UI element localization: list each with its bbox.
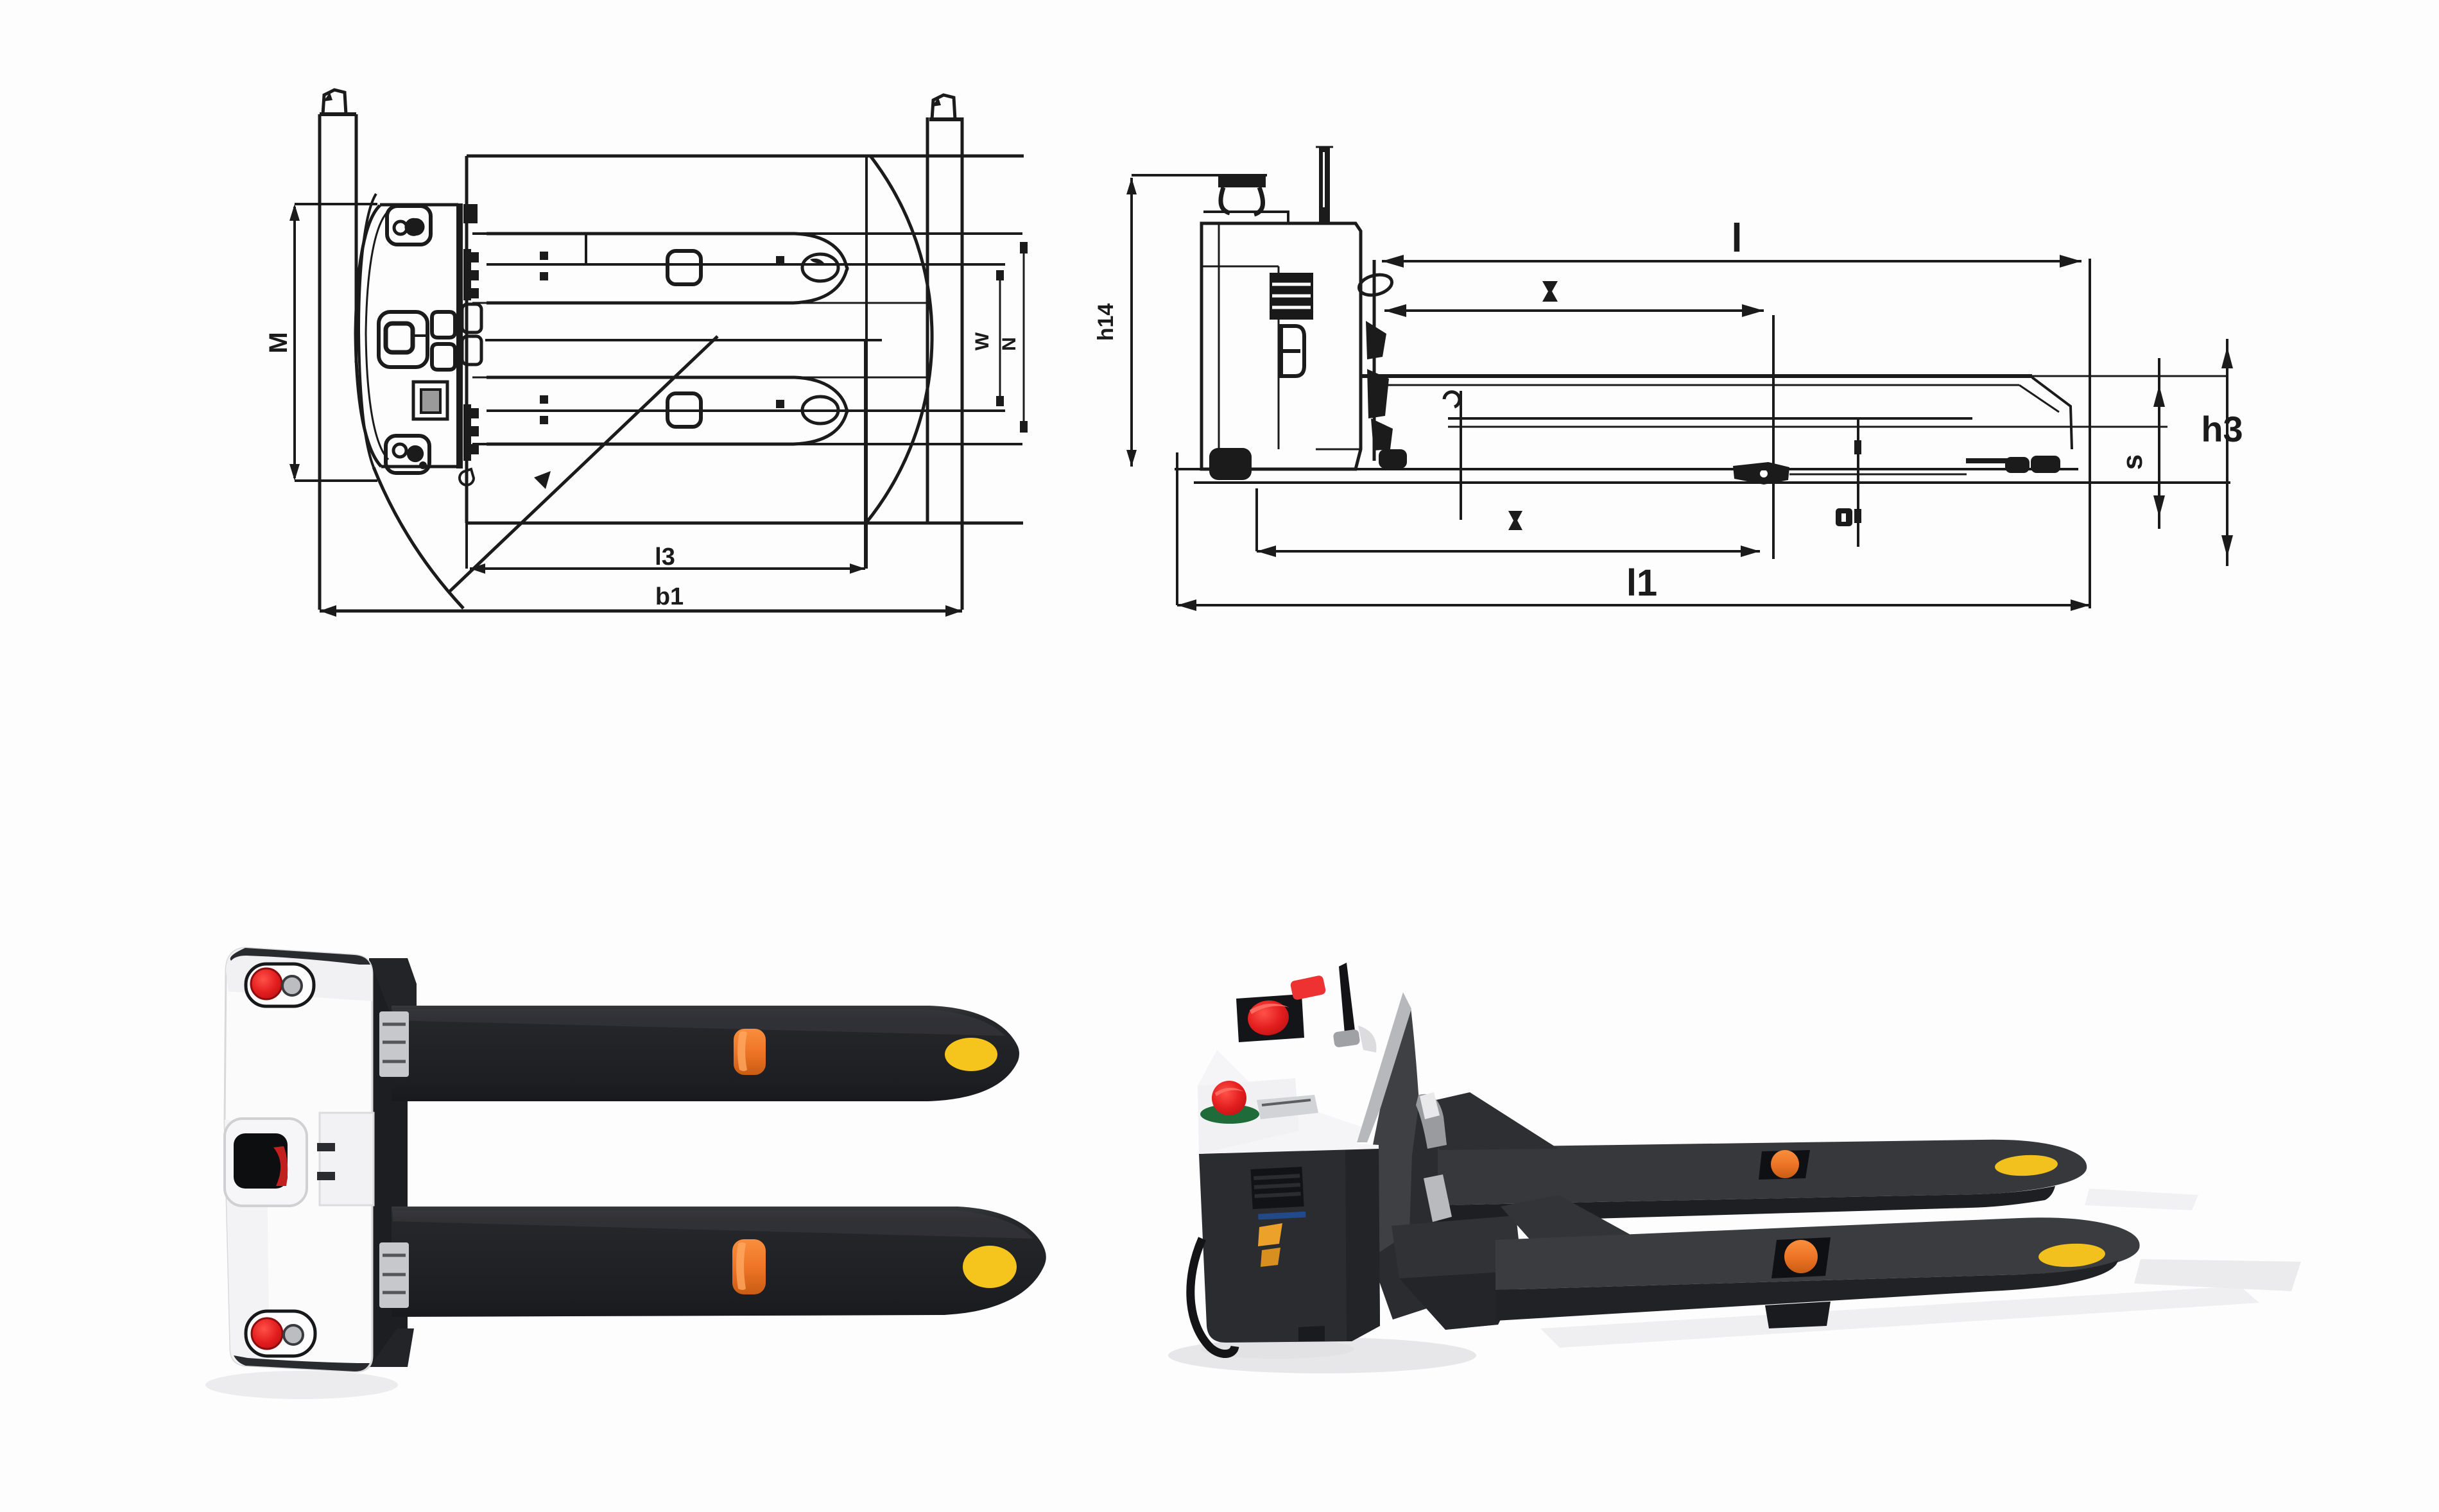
svg-text:h14: h14 xyxy=(1094,304,1118,341)
svg-text:l: l xyxy=(1731,216,1742,261)
svg-text:l3: l3 xyxy=(655,544,675,571)
svg-text:s: s xyxy=(2117,454,2148,470)
svg-text:l1: l1 xyxy=(1626,562,1657,604)
svg-text:h3: h3 xyxy=(2201,409,2243,449)
svg-text:W: W xyxy=(972,332,993,350)
svg-text:N: N xyxy=(999,337,1020,351)
svg-text:b1: b1 xyxy=(655,583,684,610)
svg-text:M: M xyxy=(264,332,293,353)
